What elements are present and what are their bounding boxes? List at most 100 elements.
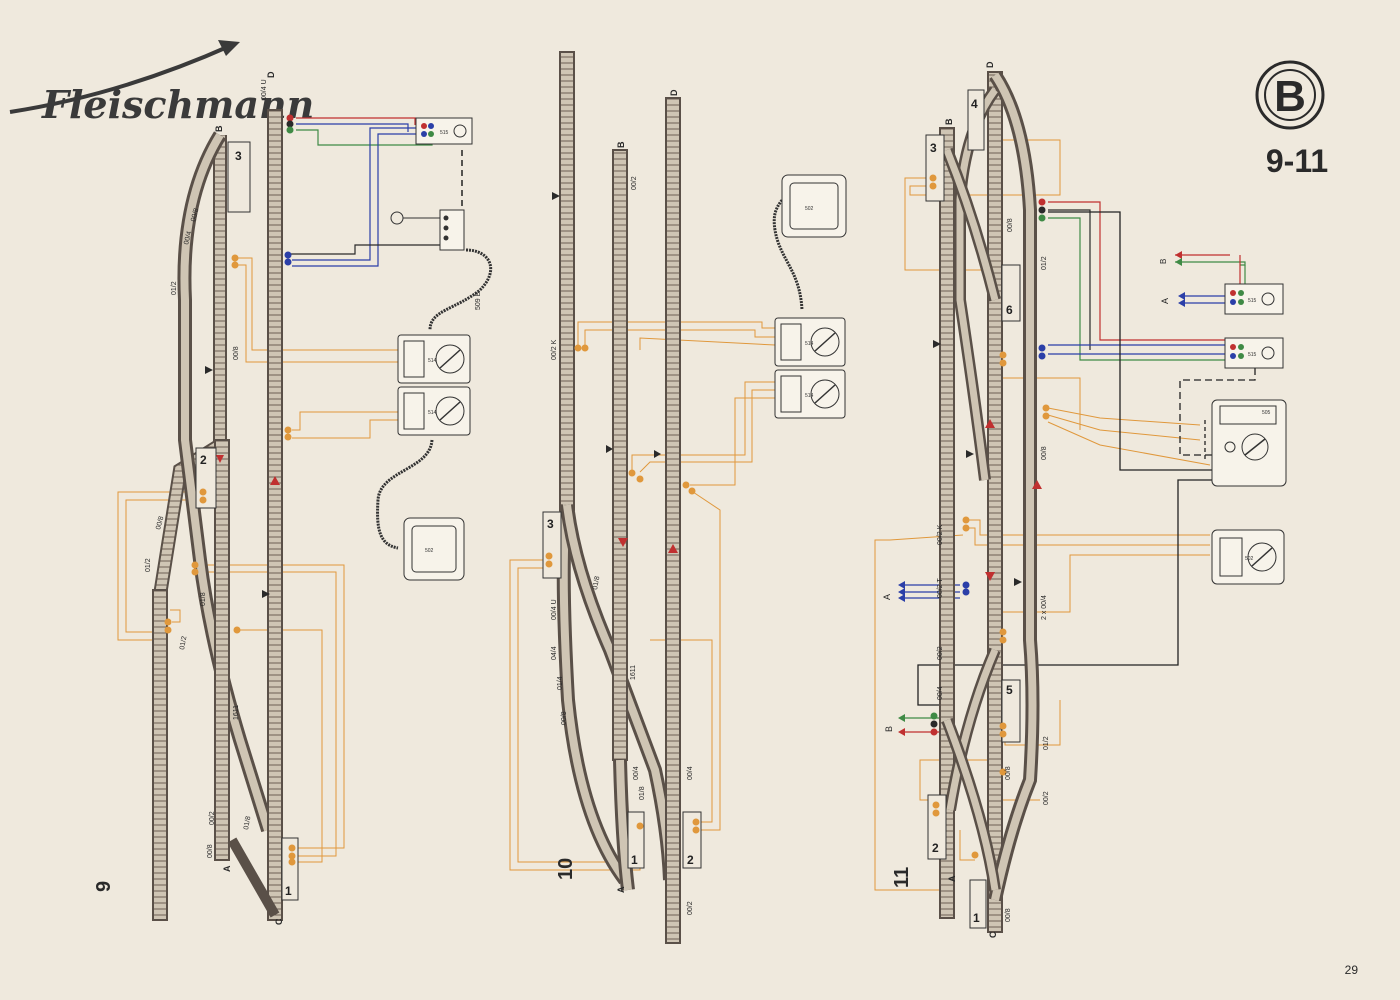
segment-labels-9: 00/4 U 00/8 00/4 01/2 00/8 00/8 01/2 01/… xyxy=(145,79,268,858)
device-label: 515 xyxy=(1248,352,1257,358)
switch-515-a-fig11: 515 xyxy=(1224,283,1284,315)
track-letter: A xyxy=(222,865,232,872)
transformer-502-fig10: 502 xyxy=(781,174,847,238)
svg-text:00/2: 00/2 xyxy=(631,176,638,190)
device-label: 514 xyxy=(805,393,814,399)
svg-text:00/2 K: 00/2 K xyxy=(937,524,944,545)
section-11-1: 1 xyxy=(973,911,980,925)
svg-text:1611: 1611 xyxy=(630,665,637,680)
track-letter: B xyxy=(214,125,224,132)
device-label: 515 xyxy=(1248,298,1257,304)
svg-text:00/8: 00/8 xyxy=(561,711,568,725)
badge-letter: B xyxy=(1274,72,1306,121)
svg-text:00/4: 00/4 xyxy=(687,766,694,780)
track-letter: C xyxy=(988,931,998,938)
switch-515-fig9: 515 xyxy=(415,117,473,145)
svg-text:00/8: 00/8 xyxy=(233,346,240,360)
cable-label: 509 B xyxy=(475,291,482,310)
section-11-5: 5 xyxy=(1006,683,1013,697)
figure-number: 11 xyxy=(891,867,913,888)
controller-514-b-fig10: 514 xyxy=(774,369,846,419)
svg-text:00/8: 00/8 xyxy=(155,515,165,530)
figure-10: 3 1 2 514 514 xyxy=(509,51,847,944)
svg-text:B: B xyxy=(884,726,894,732)
orange-wiring xyxy=(874,139,1211,891)
figure-9: 3 2 1 515 xyxy=(93,71,493,925)
svg-text:00/8: 00/8 xyxy=(207,844,214,858)
svg-text:1611: 1611 xyxy=(233,705,240,720)
wire-labels-11: B A A B xyxy=(882,251,1185,736)
device-label: 502 xyxy=(805,206,814,212)
svg-text:01/8: 01/8 xyxy=(243,816,252,831)
controller-505-fig11: 505 xyxy=(1211,399,1287,487)
svg-text:01/8: 01/8 xyxy=(200,592,207,606)
segment-labels-11: 00/8 01/2 00/8 00/2 K 00/2 T 2 x 00/4 00… xyxy=(937,218,1050,922)
connectors-10 xyxy=(545,344,700,834)
device-label: 515 xyxy=(440,130,449,136)
svg-text:00/8: 00/8 xyxy=(1005,766,1012,780)
svg-text:00/8: 00/8 xyxy=(1007,218,1014,232)
page-number: 29 xyxy=(1345,963,1359,977)
svg-text:A: A xyxy=(1160,298,1170,304)
device-label: 514 xyxy=(805,341,814,347)
tracks-10 xyxy=(556,51,681,944)
section-10-2: 2 xyxy=(687,853,694,867)
svg-text:00/2 T: 00/2 T xyxy=(937,578,944,598)
svg-text:01/4: 01/4 xyxy=(557,676,564,690)
device-label: 514 xyxy=(428,410,437,416)
track-letter: B xyxy=(616,141,626,148)
section-9-2: 2 xyxy=(200,453,207,467)
switch-515-b-fig11: 515 xyxy=(1224,337,1284,369)
connectors-9 xyxy=(164,114,296,866)
figure-badge: B 9-11 xyxy=(1255,60,1328,179)
controller-514-b-fig9: 514 xyxy=(397,386,471,436)
svg-text:00/8: 00/8 xyxy=(1041,446,1048,460)
transformer-502-fig9: 502 xyxy=(403,517,465,581)
svg-text:00/8: 00/8 xyxy=(1005,908,1012,922)
orange-wiring xyxy=(509,321,776,871)
lamp-distributor-fig9 xyxy=(390,209,465,251)
badge-range: 9-11 xyxy=(1266,143,1328,179)
figure-number: 9 xyxy=(93,881,115,892)
svg-text:00/4: 00/4 xyxy=(937,686,944,700)
section-11-4: 4 xyxy=(971,97,978,111)
tracks-9 xyxy=(152,109,283,921)
device-label: 502 xyxy=(1245,556,1254,562)
figure-number: 10 xyxy=(555,858,577,880)
svg-text:01/8: 01/8 xyxy=(639,786,646,800)
device-label: 514 xyxy=(428,358,437,364)
connectors-11 xyxy=(929,174,1050,859)
device-label: 502 xyxy=(425,548,434,554)
svg-text:00/4: 00/4 xyxy=(633,766,640,780)
svg-text:00/4 U: 00/4 U xyxy=(261,79,268,100)
transformer-502-fig11: 502 xyxy=(1211,529,1285,585)
svg-text:00/2: 00/2 xyxy=(209,811,216,825)
svg-text:01/2: 01/2 xyxy=(179,636,188,651)
segment-labels-10: 00/2 00/2 K 01/8 00/4 U 04/4 01/4 00/8 1… xyxy=(551,176,694,915)
svg-text:04/4: 04/4 xyxy=(551,646,558,660)
svg-text:00/2: 00/2 xyxy=(937,646,944,660)
track-letter: D xyxy=(669,89,679,96)
section-9-3: 3 xyxy=(235,149,242,163)
svg-text:00/4: 00/4 xyxy=(183,230,193,245)
track-letter: A xyxy=(947,875,957,882)
svg-text:A: A xyxy=(882,594,892,600)
section-11-6: 6 xyxy=(1006,303,1013,317)
section-10-1: 1 xyxy=(631,853,638,867)
section-10-3: 3 xyxy=(547,517,554,531)
svg-text:00/2 K: 00/2 K xyxy=(551,339,558,360)
track-letter: A xyxy=(616,886,626,893)
section-9-1: 1 xyxy=(285,884,292,898)
track-letter: B xyxy=(944,118,954,125)
svg-text:00/2: 00/2 xyxy=(1043,791,1050,805)
svg-text:01/2: 01/2 xyxy=(1041,256,1048,270)
track-letter: C xyxy=(274,918,284,925)
svg-text:00/8: 00/8 xyxy=(190,207,200,222)
section-11-3: 3 xyxy=(930,141,937,155)
device-label: 505 xyxy=(1262,410,1271,416)
section-boxes-11: 4 3 6 5 2 1 xyxy=(925,89,1021,929)
tracks-11 xyxy=(939,71,1040,933)
svg-text:00/4 U: 00/4 U xyxy=(551,599,558,620)
